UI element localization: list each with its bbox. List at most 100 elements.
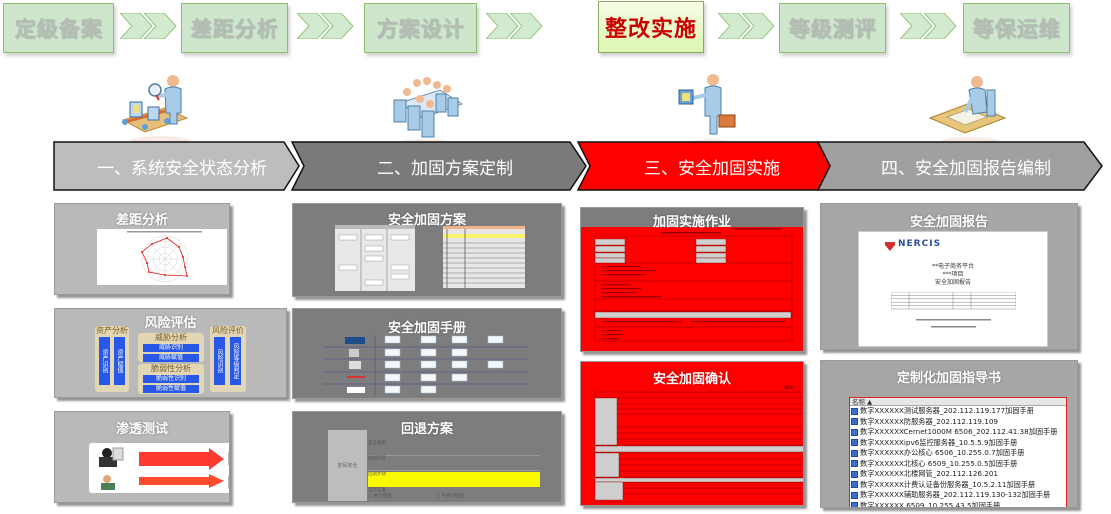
phase-report[interactable]: 四、安全加固报告编制 (816, 140, 1106, 192)
file-list-item[interactable]: 数字XXXXXX办公核心 6506_10.255.0.7加固手册 (850, 448, 1066, 459)
cover-line: 安全加固报告 (934, 279, 971, 286)
double-chevron-icon (120, 13, 177, 39)
document-file-icon (851, 449, 858, 457)
file-list-item[interactable]: 数字XXXXXX计费认证备份服务器_10.5.2.11加固手册 (850, 480, 1066, 491)
panel-title: 安全加固手册 (387, 321, 466, 336)
panel-title: 安全加固报告 (909, 215, 988, 230)
cover-line: **电子商务平台 (931, 263, 974, 270)
rollback-left-label: 密码安全 (328, 430, 367, 501)
pentest-diagram (99, 447, 229, 490)
file-name: 数字XXXXXX辅助服务器_202.112.119.130-132加固手册 (860, 490, 1051, 500)
file-list[interactable]: 名称 ▲ 数字XXXXXX测试服务器_202.112.119.177加固手册数字… (849, 397, 1067, 508)
file-list-item[interactable]: 数字XXXXXX北核心 6509_10.255.0.5加固手册 (850, 459, 1066, 470)
vuln-valuation: 脆弱性赋值 (143, 385, 199, 393)
flowchart (335, 225, 415, 291)
panel-title: 渗透测试 (115, 422, 168, 437)
file-name: 数字XXXXXX办公核心 6506_10.255.0.7加固手册 (860, 448, 1025, 458)
double-chevron-icon (486, 13, 543, 39)
panel-title: 风险评估 (144, 316, 197, 331)
stage-level-evaluation[interactable]: 等级测评 (779, 3, 886, 53)
asset-analysis-group: 资产分析 资产识别 资产赋值 (95, 326, 129, 392)
flowchart-thumbnail (335, 225, 415, 291)
panel-custom-guide[interactable]: 定制化加固指导书 名称 ▲ 数字XXXXXX测试服务器_202.112.119.… (820, 360, 1078, 508)
file-list-item[interactable]: 数字XXXXXX辅助服务器_202.112.119.130-132加固手册 (850, 490, 1066, 501)
file-name: 数字XXXXXX 6509_10.255.43.5加固手册 (860, 500, 1001, 508)
panel-hardening-manual[interactable]: 安全加固手册 (292, 308, 562, 399)
panel-risk-assessment[interactable]: 风险评估 资产分析 资产识别 资产赋值 威胁分析 威胁识别 威胁赋值 脆弱性分析… (54, 308, 287, 398)
threat-analysis-group: 威胁分析 威胁识别 威胁赋值 (138, 333, 204, 362)
report-cover-title: **电子商务平台 ***项目 安全加固报告 (859, 263, 1047, 287)
panel-title: 安全加固方案 (387, 213, 466, 228)
work-form-thumbnail (581, 227, 803, 351)
phase-plan-customization[interactable]: 二、加固方案定制 (290, 140, 590, 192)
panel-penetration-test[interactable]: 渗透测试 (54, 411, 230, 503)
phase-arrow-shape (816, 141, 1103, 191)
document-file-icon (851, 407, 858, 415)
file-name: 数字XXXXXXCernet1000M 6506_202.112.41.38加固… (860, 427, 1058, 437)
plan-table-thumbnail (443, 226, 525, 288)
rollback-table: 安全规划 加固内容 回退步骤 是否实施 □ 执行回退 □ 不执行回退 (368, 441, 540, 501)
rollback-row-label: 安全规划 (368, 441, 386, 446)
report-cover-thumbnail: NERCIS **电子商务平台 ***项目 安全加固报告 (858, 231, 1048, 347)
panel-hardening-work[interactable]: 加固实施作业 (580, 207, 804, 352)
group-head: 资产分析 (96, 326, 128, 335)
file-name: 数字XXXXXX防服务器_202.112.119.109 (860, 416, 998, 426)
stage-gap-analysis[interactable]: 差距分析 (181, 3, 288, 53)
document-file-icon (851, 428, 858, 436)
threat-identify: 威胁识别 (143, 344, 199, 352)
serial-number-label: 编号: (784, 386, 795, 391)
stage-plan-design[interactable]: 方案设计 (364, 3, 477, 53)
stage-label: 定级备案 (14, 17, 103, 41)
vulnerability-analysis-group: 脆弱性分析 脆弱性识别 脆弱性赋值 (138, 364, 204, 394)
panel-title: 差距分析 (115, 213, 168, 228)
document-file-icon (851, 481, 858, 489)
stage-rectification[interactable]: 整改实施 (598, 1, 704, 53)
rollback-row-label: 是否实施 (368, 488, 386, 493)
file-list-item[interactable]: 数字XXXXXX防服务器_202.112.119.109 (850, 417, 1066, 428)
rollback-option[interactable]: □ 执行回退 (368, 494, 392, 499)
phase-arrow-shape (290, 141, 587, 191)
file-list-item[interactable]: 数字XXXXXXCernet1000M 6506_202.112.41.38加固… (850, 427, 1066, 438)
phase-system-analysis[interactable]: 一、系统安全状态分析 (52, 140, 302, 192)
stage-operations[interactable]: 等保运维 (963, 3, 1070, 53)
phase-arrow-shape (53, 141, 300, 191)
document-file-icon (851, 491, 858, 499)
rollback-option[interactable]: □ 不执行回退 (436, 494, 465, 499)
document-file-icon (851, 460, 858, 468)
panel-hardening-scheme[interactable]: 安全加固方案 (292, 203, 562, 297)
file-name: 数字XXXXXX北楼网管_202.112.126.201 (860, 469, 998, 479)
threat-valuation: 威胁赋值 (143, 354, 199, 362)
phase-label: 三、安全加固实施 (644, 158, 780, 179)
risk-identify: 风险识别 (214, 337, 225, 385)
document-file-icon (851, 470, 858, 478)
file-list-item[interactable]: 数字XXXXXX 6509_10.255.43.5加固手册 (850, 500, 1066, 508)
stage-label: 差距分析 (190, 17, 279, 41)
panel-rollback-plan[interactable]: 回退方案 密码安全 安全规划 加固内容 回退步骤 是否实施 □ 执行回退 □ 不… (292, 411, 562, 503)
phase-label: 二、加固方案定制 (377, 158, 513, 179)
radar-chart (127, 231, 202, 283)
document-file-icon (851, 439, 858, 447)
panel-hardening-report[interactable]: 安全加固报告 NERCIS **电子商务平台 ***项目 安全加固报告 (820, 203, 1078, 350)
stage-label: 方案设计 (376, 17, 465, 41)
stage-filing[interactable]: 定级备案 (3, 3, 114, 53)
panel-gap-analysis[interactable]: 差距分析 (54, 203, 230, 295)
file-name: 数字XXXXXX计费认证备份服务器_10.5.2.11加固手册 (860, 479, 1036, 489)
risk-level: 风险等级判定 (230, 337, 241, 385)
confirmation-form (594, 391, 803, 503)
vuln-identify: 脆弱性识别 (143, 375, 199, 383)
manual-document-grid (323, 335, 528, 397)
panel-title: 安全加固确认 (652, 372, 731, 387)
file-list-rows: 数字XXXXXX测试服务器_202.112.119.177加固手册数字XXXXX… (850, 406, 1066, 508)
phase-implementation[interactable]: 三、安全加固实施 (576, 140, 838, 192)
file-list-item[interactable]: 数字XXXXXXipv6监控服务器_10.5.5.9加固手册 (850, 438, 1066, 449)
phase-label: 一、系统安全状态分析 (97, 158, 267, 179)
person-writing-at-desk-icon (928, 76, 1007, 145)
group-head: 威胁分析 (155, 333, 187, 342)
file-list-item[interactable]: 数字XXXXXX测试服务器_202.112.119.177加固手册 (850, 406, 1066, 417)
pentest-diagram-thumbnail (89, 443, 229, 493)
cover-line: ***项目 (942, 271, 964, 278)
file-list-item[interactable]: 数字XXXXXX北楼网管_202.112.126.201 (850, 469, 1066, 480)
panel-hardening-confirmation[interactable]: 安全加固确认 编号: (580, 361, 804, 506)
double-chevron-icon (900, 13, 957, 39)
file-list-header-name[interactable]: 名称 ▲ (850, 398, 1066, 406)
